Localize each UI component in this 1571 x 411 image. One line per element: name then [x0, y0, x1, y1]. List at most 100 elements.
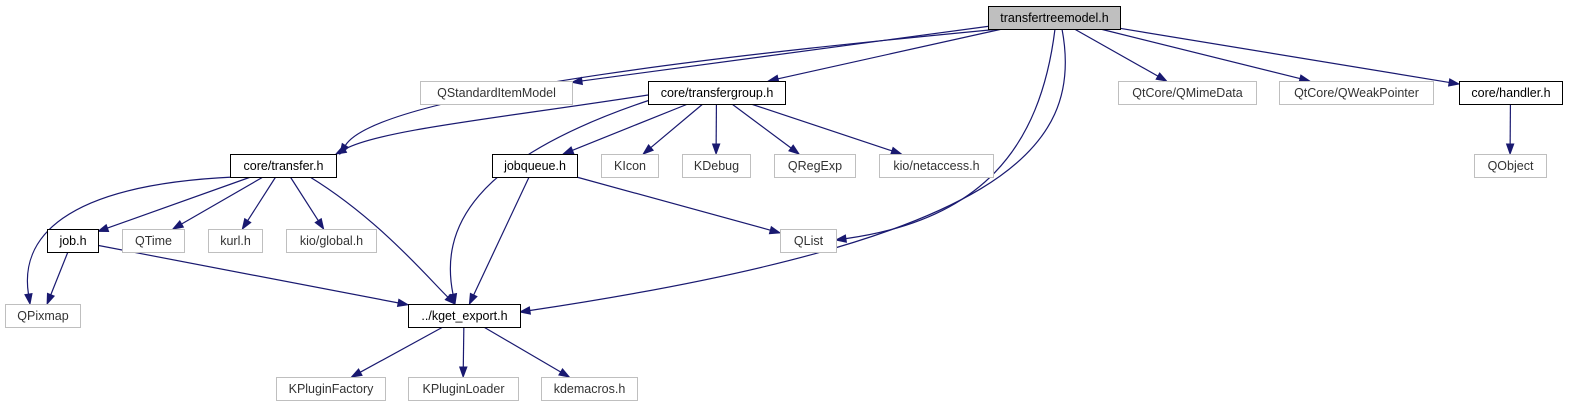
- edge-root-to-qlist: [845, 28, 1056, 240]
- node-netaccess: kio/netaccess.h: [879, 154, 994, 178]
- edge-jobqueue-to-kget_export: [473, 176, 530, 296]
- node-label-netaccess: kio/netaccess.h: [893, 159, 979, 173]
- node-box-qpixmap: [5, 304, 81, 328]
- node-label-qpixmap: QPixmap: [17, 309, 68, 323]
- node-box-kdebug: [682, 154, 751, 178]
- node-box-kdemacros: [541, 377, 638, 401]
- edge-transfer-to-kurl: [247, 176, 277, 221]
- edge-arrowhead-transfer-to-kget_export: [444, 293, 457, 306]
- node-box-qweakpointer: [1279, 81, 1434, 105]
- node-label-kdemacros: kdemacros.h: [554, 382, 626, 396]
- node-label-transfer: core/transfer.h: [244, 159, 324, 173]
- edge-transfergroup-to-transfer: [344, 94, 649, 150]
- node-transfer[interactable]: core/transfer.h: [230, 154, 337, 178]
- edge-arrowhead-transfergroup-to-kdebug: [711, 143, 721, 156]
- edge-root-to-qmimedata: [1074, 28, 1159, 77]
- edge-arrowhead-transfer-to-kurl: [241, 217, 252, 231]
- node-box-job: [47, 229, 99, 253]
- edge-arrowhead-kget_export-to-kpluginloader: [458, 366, 468, 379]
- node-jobqueue[interactable]: jobqueue.h: [492, 154, 578, 178]
- edge-arrowhead-transfer-to-job: [96, 223, 110, 232]
- node-qtime: QTime: [122, 229, 185, 253]
- node-label-qweakpointer: QtCore/QWeakPointer: [1294, 86, 1419, 100]
- node-box-qstandarditemmodel: [420, 81, 573, 105]
- node-label-transfergroup: core/transfergroup.h: [661, 86, 774, 100]
- node-kpluginfactory: KPluginFactory: [276, 377, 386, 401]
- edge-transfer-to-qpixmap: [26, 176, 235, 295]
- edge-transfergroup-to-jobqueue: [572, 103, 689, 151]
- node-box-root: [988, 6, 1121, 30]
- edge-jobqueue-to-qlist: [576, 176, 771, 231]
- edge-kget_export-to-kpluginfactory: [360, 326, 444, 373]
- node-qlist: QList: [780, 229, 837, 253]
- node-label-qobject: QObject: [1488, 159, 1534, 173]
- edge-transfergroup-to-netaccess: [750, 103, 893, 152]
- edge-arrowhead-transfer-to-kioglobal: [314, 217, 325, 231]
- edges-layer: [24, 25, 1515, 379]
- node-box-qtime: [122, 229, 185, 253]
- node-box-jobqueue: [492, 154, 578, 178]
- edge-arrowhead-kget_export-to-kdemacros: [558, 367, 571, 378]
- node-label-qlist: QList: [794, 234, 824, 248]
- node-kicon: KIcon: [601, 154, 659, 178]
- edge-job-to-kget_export: [97, 244, 399, 304]
- node-qstandarditemmodel: QStandardItemModel: [420, 81, 573, 105]
- edge-arrowhead-root-to-qlist: [834, 234, 847, 243]
- node-box-kpluginloader: [408, 377, 519, 401]
- node-box-netaccess: [879, 154, 994, 178]
- node-label-kpluginloader: KPluginLoader: [422, 382, 504, 396]
- node-box-kget_export: [408, 304, 521, 328]
- node-box-kicon: [601, 154, 659, 178]
- edge-arrowhead-transfer-to-qpixmap: [24, 292, 33, 306]
- edge-arrowhead-root-to-handler: [1447, 78, 1461, 87]
- edge-arrowhead-root-to-qstandarditemmodel: [570, 76, 583, 86]
- node-label-kpluginfactory: KPluginFactory: [289, 382, 375, 396]
- edge-job-to-qpixmap: [50, 251, 69, 295]
- node-transfergroup[interactable]: core/transfergroup.h: [648, 81, 786, 105]
- edge-arrowhead-kget_export-to-kpluginfactory: [350, 368, 363, 378]
- node-handler[interactable]: core/handler.h: [1459, 81, 1563, 105]
- node-kdebug: KDebug: [682, 154, 751, 178]
- edge-root-to-qstandarditemmodel: [581, 25, 989, 82]
- node-kpluginloader: KPluginLoader: [408, 377, 519, 401]
- edge-kget_export-to-kdemacros: [483, 326, 561, 373]
- edge-arrowhead-transfer-to-qtime: [171, 220, 185, 230]
- edge-transfergroup-to-qregexp: [731, 103, 792, 149]
- edge-transfer-to-kget_export: [309, 176, 449, 298]
- node-kurl: kurl.h: [208, 229, 263, 253]
- edge-arrowhead-root-to-qmimedata: [1155, 72, 1168, 82]
- edge-arrowhead-job-to-kget_export: [396, 298, 410, 308]
- edge-arrowhead-handler-to-qobject: [1505, 143, 1515, 156]
- node-kdemacros: kdemacros.h: [541, 377, 638, 401]
- node-box-qlist: [780, 229, 837, 253]
- node-label-jobqueue: jobqueue.h: [503, 159, 566, 173]
- node-box-handler: [1459, 81, 1563, 105]
- edge-arrowhead-transfergroup-to-netaccess: [890, 146, 903, 155]
- edge-transfergroup-to-kicon: [650, 103, 704, 149]
- node-box-qmimedata: [1118, 81, 1257, 105]
- edge-transfergroup-to-kget_export: [449, 99, 651, 295]
- edge-arrowhead-job-to-qpixmap: [46, 292, 56, 306]
- node-qpixmap: QPixmap: [5, 304, 81, 328]
- node-label-handler: core/handler.h: [1471, 86, 1550, 100]
- node-box-transfergroup: [648, 81, 786, 105]
- node-label-job: job.h: [58, 234, 86, 248]
- edge-root-to-transfergroup: [777, 28, 1003, 80]
- edge-arrowhead-transfergroup-to-transfer: [334, 145, 348, 155]
- node-box-kpluginfactory: [276, 377, 386, 401]
- node-label-kdebug: KDebug: [694, 159, 739, 173]
- node-box-kioglobal: [286, 229, 377, 253]
- edge-arrowhead-transfergroup-to-kicon: [642, 143, 655, 155]
- node-root[interactable]: transfertreemodel.h: [988, 6, 1121, 30]
- edge-transfer-to-qtime: [181, 176, 264, 225]
- edge-arrowhead-transfergroup-to-qregexp: [788, 144, 801, 155]
- node-job[interactable]: job.h: [47, 229, 99, 253]
- node-qregexp: QRegExp: [774, 154, 856, 178]
- node-label-kicon: KIcon: [614, 159, 646, 173]
- node-label-kget_export: ../kget_export.h: [421, 309, 507, 323]
- node-label-qtime: QTime: [135, 234, 172, 248]
- node-kget_export[interactable]: ../kget_export.h: [408, 304, 521, 328]
- edge-kget_export-to-kpluginloader: [462, 326, 465, 368]
- node-box-qobject: [1474, 154, 1547, 178]
